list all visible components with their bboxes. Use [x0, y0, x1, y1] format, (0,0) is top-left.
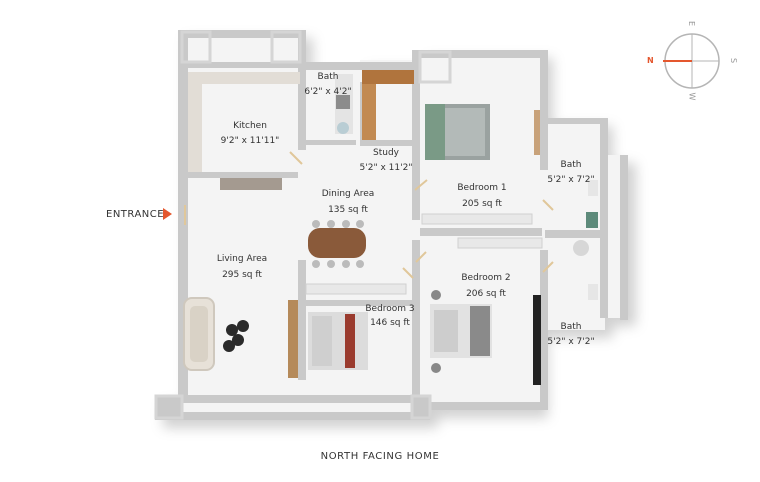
right-bath-fixtures: [573, 180, 598, 300]
room-size: 135 sq ft: [328, 205, 368, 215]
entrance-arrow-icon: [163, 208, 172, 220]
room-size: 205 sq ft: [462, 199, 502, 209]
room-bath-right-1: Bath 5'2" x 7'2": [547, 159, 594, 186]
room-bath-right-2: Bath 5'2" x 7'2": [547, 321, 594, 348]
room-kitchen: Kitchen 9'2" x 11'11": [221, 120, 280, 147]
room-name: Study: [373, 148, 399, 158]
room-size: 5'2" x 7'2": [547, 337, 595, 347]
bedroom2-bed: [430, 290, 541, 385]
room-dining: Dining Area 135 sq ft: [322, 188, 375, 216]
door-swings: [184, 151, 554, 279]
room-size: 295 sq ft: [222, 270, 262, 280]
room-name: Bedroom 2: [461, 273, 511, 283]
bedroom1-bed: [425, 104, 540, 160]
room-size: 5'2" x 11'2": [359, 163, 413, 173]
room-size: 5'2" x 7'2": [547, 175, 595, 185]
room-name: Bath: [317, 72, 339, 82]
bedroom3-bed: [288, 300, 368, 378]
room-name: Bedroom 3: [365, 304, 415, 314]
dining-table: [308, 220, 366, 268]
wardrobes: [305, 213, 543, 295]
room-size: 206 sq ft: [466, 289, 506, 299]
room-bedroom2: Bedroom 2 206 sq ft: [461, 272, 510, 300]
room-size: 6'2" x 4'2": [304, 87, 352, 97]
compass-e-label: E: [687, 20, 697, 27]
room-name: Living Area: [216, 254, 268, 264]
room-size: 146 sq ft: [370, 318, 410, 328]
compass: [663, 33, 720, 89]
plan-title: NORTH FACING HOME: [320, 451, 440, 462]
room-bedroom3: Bedroom 3 146 sq ft: [365, 303, 414, 329]
kitchen-counter: [188, 72, 300, 190]
compass-s-label: S: [729, 57, 739, 64]
room-name: Bath: [560, 322, 582, 332]
compass-n-label: N: [647, 56, 654, 65]
room-size: 9'2" x 11'11": [220, 136, 280, 146]
room-name: Kitchen: [233, 121, 267, 131]
window-frames: [154, 30, 452, 420]
room-living: Living Area 295 sq ft: [217, 253, 267, 281]
room-name: Bedroom 1: [457, 183, 507, 193]
bath-top-fixtures: [335, 74, 353, 134]
floor-slab: [155, 30, 628, 420]
room-bath-top: Bath 6'2" x 4'2": [304, 71, 351, 98]
entrance-label: ENTRANCE: [106, 209, 165, 220]
living-sofa: [183, 297, 249, 371]
room-name: Bath: [560, 160, 582, 170]
compass-w-label: W: [687, 92, 697, 101]
walls: [155, 30, 628, 420]
room-name: Dining Area: [321, 189, 375, 199]
room-bedroom1: Bedroom 1 205 sq ft: [457, 182, 506, 210]
study-wood: [362, 70, 414, 140]
room-study: Study 5'2" x 11'2": [360, 147, 413, 174]
